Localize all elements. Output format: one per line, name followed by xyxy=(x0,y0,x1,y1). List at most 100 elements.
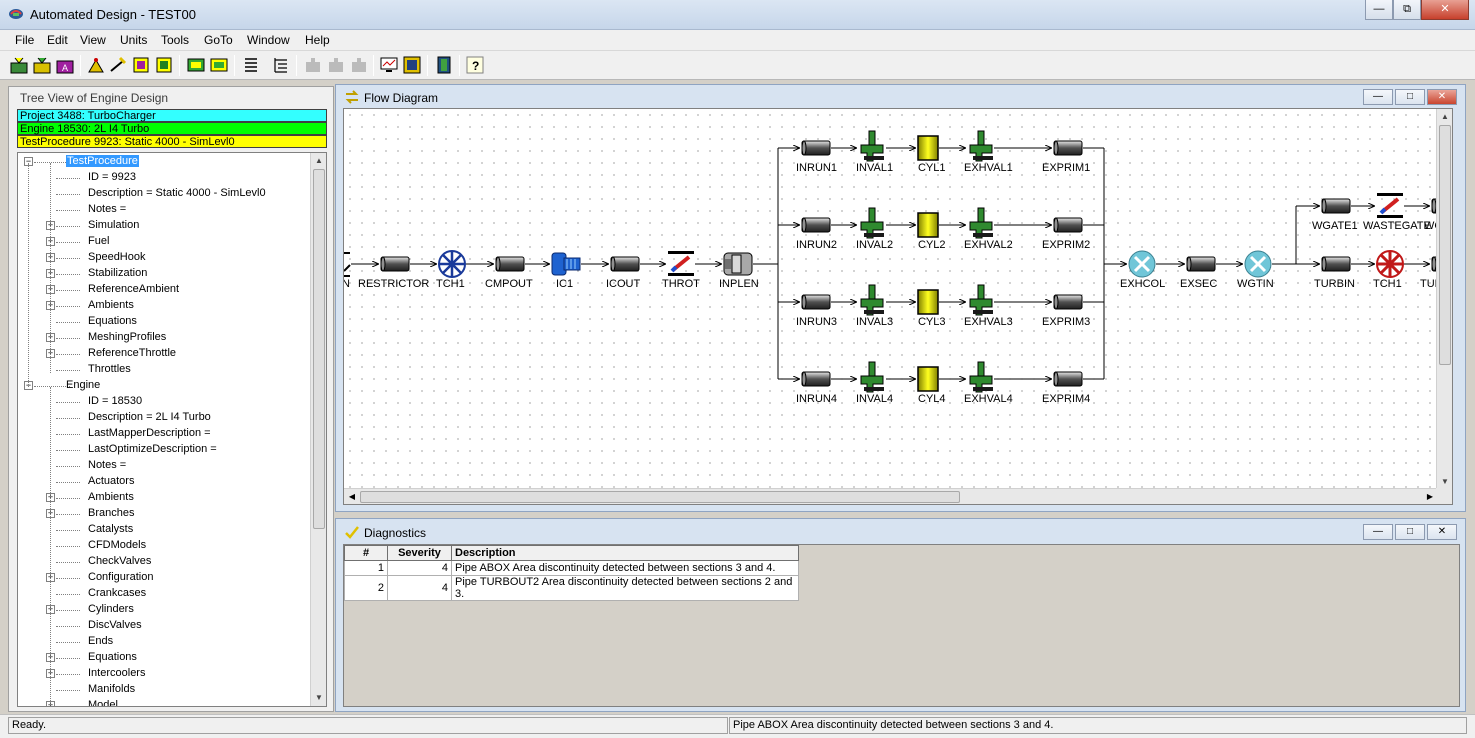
tree-node[interactable]: Cylinders xyxy=(88,603,134,615)
tree-node[interactable]: CFDModels xyxy=(88,539,146,551)
scroll-down-arrow-icon[interactable]: ▼ xyxy=(315,693,323,702)
wizard-icon[interactable] xyxy=(86,55,106,75)
scrollbar-thumb[interactable] xyxy=(1439,125,1451,365)
tree-node[interactable]: Throttles xyxy=(88,363,131,375)
tree-node[interactable]: TestProcedure xyxy=(66,155,139,167)
menu-help[interactable]: Help xyxy=(305,33,330,47)
tree-node[interactable]: Crankcases xyxy=(88,587,146,599)
menu-units[interactable]: Units xyxy=(120,33,148,47)
diagnostics-maximize-button[interactable]: □ xyxy=(1395,524,1425,540)
exsec-pipe-icon[interactable] xyxy=(1186,256,1216,272)
inrun-pipe-icon[interactable] xyxy=(801,140,831,156)
inrun-pipe-icon[interactable] xyxy=(801,217,831,233)
cylinder-icon[interactable] xyxy=(917,135,939,161)
tree-node[interactable]: Simulation xyxy=(88,219,139,231)
flow-maximize-button[interactable]: □ xyxy=(1395,89,1425,105)
run-icon[interactable] xyxy=(402,55,422,75)
monitor-icon[interactable] xyxy=(379,55,399,75)
intake-valve-icon[interactable] xyxy=(860,284,885,316)
case-a-icon[interactable] xyxy=(131,55,151,75)
engine-list-icon[interactable] xyxy=(209,55,229,75)
tree-node[interactable]: Equations xyxy=(88,651,137,663)
column-header-number[interactable]: # xyxy=(344,545,388,561)
exprim-pipe-icon[interactable] xyxy=(1053,371,1083,387)
exhcol-junction-icon[interactable] xyxy=(1127,249,1157,279)
exhaust-valve-icon[interactable] xyxy=(969,361,994,393)
scroll-down-arrow-icon[interactable]: ▼ xyxy=(1441,477,1449,486)
plenum-icon[interactable] xyxy=(723,252,753,276)
inrun-pipe-icon[interactable] xyxy=(801,294,831,310)
intake-valve-icon[interactable] xyxy=(860,207,885,239)
exprim-pipe-icon[interactable] xyxy=(1053,294,1083,310)
tree-node[interactable]: Description = 2L I4 Turbo xyxy=(88,411,211,423)
tree-node[interactable]: Manifolds xyxy=(88,683,135,695)
engine-header[interactable]: Engine 18530: 2L I4 Turbo xyxy=(17,122,327,135)
tree-node[interactable]: ReferenceThrottle xyxy=(88,347,176,359)
icout-pipe-icon[interactable] xyxy=(610,256,640,272)
inrun-pipe-icon[interactable] xyxy=(801,371,831,387)
menu-tools[interactable]: Tools xyxy=(161,33,190,47)
exprim-pipe-icon[interactable] xyxy=(1053,140,1083,156)
diagnostics-minimize-button[interactable]: — xyxy=(1363,524,1393,540)
flow-horizontal-scrollbar[interactable]: ◀ ▶ xyxy=(344,488,1438,504)
intake-valve-icon[interactable] xyxy=(860,130,885,162)
tree-node[interactable]: SpeedHook xyxy=(88,251,146,263)
engine-e-icon[interactable] xyxy=(186,55,206,75)
menu-goto[interactable]: GoTo xyxy=(204,33,233,47)
restore-button[interactable]: ⧉ xyxy=(1393,0,1421,20)
flow-minimize-button[interactable]: — xyxy=(1363,89,1393,105)
list-icon[interactable] xyxy=(241,55,261,75)
book-icon[interactable] xyxy=(434,55,454,75)
table-row[interactable]: 2 4 Pipe TURBOUT2 Area discontinuity det… xyxy=(344,575,799,601)
procedure-header[interactable]: TestProcedure 9923: Static 4000 - SimLev… xyxy=(17,135,327,148)
tree-node[interactable]: Description = Static 4000 - SimLevl0 xyxy=(88,187,266,199)
tree-node[interactable]: Stabilization xyxy=(88,267,147,279)
menu-file[interactable]: File xyxy=(15,33,35,47)
wgtin-junction-icon[interactable] xyxy=(1243,249,1273,279)
tree-node[interactable]: Ambients xyxy=(88,491,134,503)
turbin-pipe-icon[interactable] xyxy=(1321,256,1351,272)
save-project-icon[interactable] xyxy=(32,55,52,75)
tree-node[interactable]: Intercoolers xyxy=(88,667,145,679)
tree-node[interactable]: Model xyxy=(88,699,118,706)
tree-node[interactable]: Notes = xyxy=(88,203,126,215)
tree-node[interactable]: Engine xyxy=(66,379,100,391)
cylinder-icon[interactable] xyxy=(917,289,939,315)
tree-node[interactable]: ID = 18530 xyxy=(88,395,142,407)
scroll-right-arrow-icon[interactable]: ▶ xyxy=(1426,492,1434,501)
scroll-left-arrow-icon[interactable]: ◀ xyxy=(348,492,356,501)
scroll-up-arrow-icon[interactable]: ▲ xyxy=(315,156,323,165)
flow-close-button[interactable]: ✕ xyxy=(1427,89,1457,105)
tree-node[interactable]: Actuators xyxy=(88,475,134,487)
tree-node[interactable]: Equations xyxy=(88,315,137,327)
table-row[interactable]: 1 4 Pipe ABOX Area discontinuity detecte… xyxy=(344,560,799,576)
project-header[interactable]: Project 3488: TurboCharger xyxy=(17,109,327,122)
cylinder-icon[interactable] xyxy=(917,212,939,238)
exhaust-valve-icon[interactable] xyxy=(969,207,994,239)
tree-list-icon[interactable] xyxy=(271,55,291,75)
cylinder-icon[interactable] xyxy=(917,366,939,392)
help-icon[interactable]: ? xyxy=(465,55,485,75)
tree-node[interactable]: Ambients xyxy=(88,299,134,311)
tree-node[interactable]: Branches xyxy=(88,507,134,519)
scrollbar-thumb[interactable] xyxy=(360,491,960,503)
tree-node[interactable]: Fuel xyxy=(88,235,109,247)
tree-node[interactable]: LastOptimizeDescription = xyxy=(88,443,217,455)
cmpout-pipe-icon[interactable] xyxy=(495,256,525,272)
column-header-severity[interactable]: Severity xyxy=(387,545,452,561)
menu-view[interactable]: View xyxy=(80,33,106,47)
wand-icon[interactable] xyxy=(108,55,128,75)
tree-node[interactable]: LastMapperDescription = xyxy=(88,427,211,439)
tree-node[interactable]: DiscValves xyxy=(88,619,142,631)
tree-node[interactable]: Configuration xyxy=(88,571,153,583)
throttle-icon[interactable] xyxy=(666,249,696,278)
minimize-button[interactable]: — xyxy=(1365,0,1393,20)
wastegate-icon[interactable] xyxy=(1375,191,1405,220)
tree-node[interactable]: Notes = xyxy=(88,459,126,471)
case-b-icon[interactable] xyxy=(154,55,174,75)
intake-valve-icon[interactable] xyxy=(860,361,885,393)
tree-node[interactable]: ID = 9923 xyxy=(88,171,136,183)
menu-window[interactable]: Window xyxy=(247,33,290,47)
intercooler-icon[interactable] xyxy=(551,252,581,276)
